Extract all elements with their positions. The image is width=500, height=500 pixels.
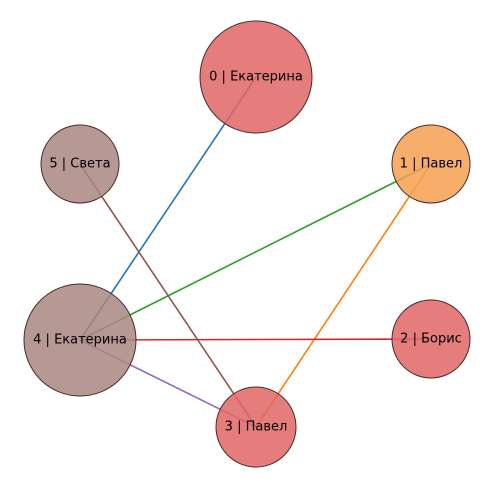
node-label-1: 1 | Павел xyxy=(400,157,463,172)
edge-4-1 xyxy=(79,163,432,341)
node-label-2: 2 | Борис xyxy=(400,332,462,347)
node-2 xyxy=(391,299,471,379)
node-label-0: 0 | Екатерина xyxy=(209,70,303,85)
node-4 xyxy=(23,283,137,397)
node-5 xyxy=(40,124,120,204)
node-3 xyxy=(215,386,297,468)
node-1 xyxy=(391,124,471,204)
node-label-5: 5 | Света xyxy=(49,157,110,172)
node-label-4: 4 | Екатерина xyxy=(33,333,127,348)
edge-5-3 xyxy=(79,163,257,428)
labels-layer: 0 | Екатерина 1 | Павел 2 | Борис 3 | Павел… xyxy=(33,70,462,435)
nodes-layer xyxy=(23,20,471,468)
node-0 xyxy=(199,20,313,134)
edge-4-2 xyxy=(79,338,432,341)
edge-3-1 xyxy=(255,163,432,428)
node-label-3: 3 | Павел xyxy=(225,420,288,435)
